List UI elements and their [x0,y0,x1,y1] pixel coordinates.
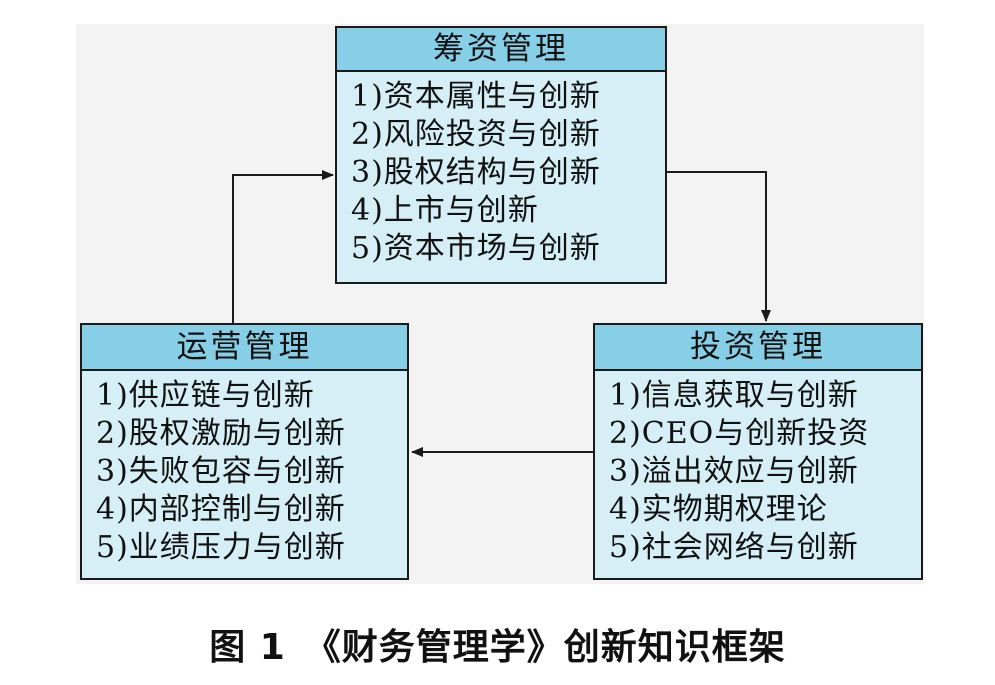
arrow-operation-to-finance [232,170,334,323]
investment-item: 5)社会网络与创新 [609,530,859,565]
operation-item: 3)失败包容与创新 [96,454,346,489]
operation-item: 5)业绩压力与创新 [96,530,346,565]
finance-box-title: 筹资管理 [337,28,665,72]
finance-item: 3)股权结构与创新 [351,155,601,190]
arrow-finance-to-investment [667,171,771,322]
operation-item: 4)内部控制与创新 [96,492,346,527]
operation-management-box: 运营管理 1)供应链与创新 2)股权激励与创新 3)失败包容与创新 4)内部控制… [80,323,409,580]
figure-caption: 图 1 《财务管理学》创新知识框架 [209,627,786,668]
operation-item: 1)供应链与创新 [96,378,315,413]
investment-item: 2)CEO与创新投资 [609,416,870,451]
investment-item: 4)实物期权理论 [609,492,828,527]
finance-item: 5)资本市场与创新 [351,231,601,266]
operation-box-list: 1)供应链与创新 2)股权激励与创新 3)失败包容与创新 4)内部控制与创新 5… [82,371,407,567]
finance-item: 1)资本属性与创新 [351,79,601,114]
finance-box-list: 1)资本属性与创新 2)风险投资与创新 3)股权结构与创新 4)上市与创新 5)… [337,72,665,268]
investment-item: 3)溢出效应与创新 [609,454,859,489]
finance-item: 2)风险投资与创新 [351,117,601,152]
investment-item: 1)信息获取与创新 [609,378,859,413]
operation-box-title: 运营管理 [82,325,407,371]
finance-management-box: 筹资管理 1)资本属性与创新 2)风险投资与创新 3)股权结构与创新 4)上市与… [335,26,667,284]
finance-item: 4)上市与创新 [351,193,539,228]
investment-management-box: 投资管理 1)信息获取与创新 2)CEO与创新投资 3)溢出效应与创新 4)实物… [593,323,923,580]
investment-box-list: 1)信息获取与创新 2)CEO与创新投资 3)溢出效应与创新 4)实物期权理论 … [595,371,921,567]
investment-box-title: 投资管理 [595,325,921,371]
operation-item: 2)股权激励与创新 [96,416,346,451]
